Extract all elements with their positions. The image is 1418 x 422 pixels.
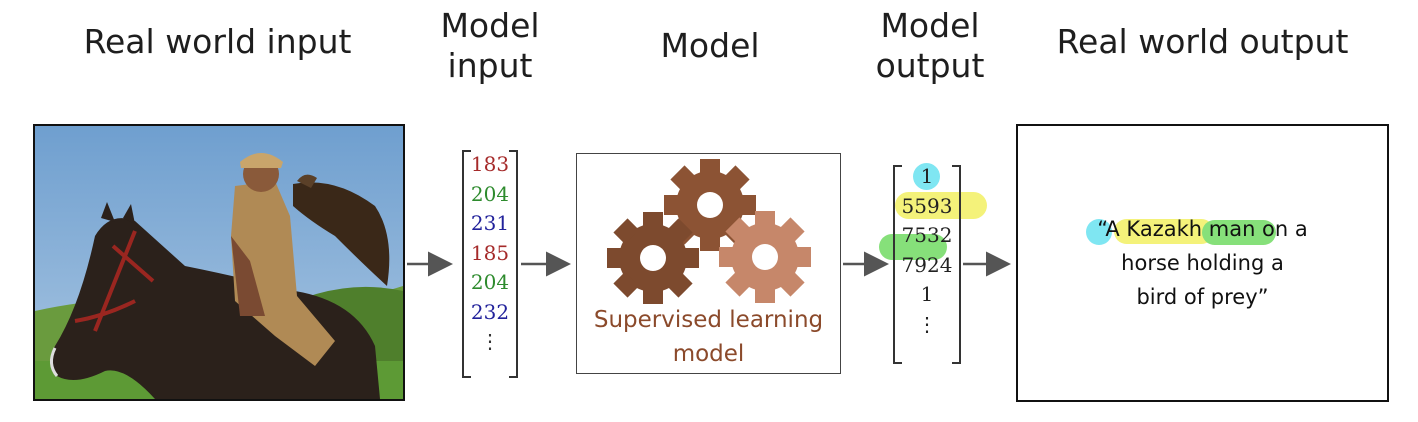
- header-model-output: Model output: [860, 6, 1000, 86]
- model-input-bracket-right: [509, 150, 518, 378]
- header-model-input: Model input: [420, 6, 560, 86]
- header-model-input-line2: input: [447, 46, 533, 85]
- model-output-vector: 1 5593 7532 7924 1 ⋮: [897, 162, 957, 339]
- model-label-line1: Supervised learning: [593, 307, 824, 333]
- highlight-green: [879, 234, 947, 260]
- caption-highlight-yellow: [1114, 219, 1214, 244]
- caption-line: horse holding a: [1121, 251, 1284, 275]
- caption-highlight-green: [1202, 220, 1276, 245]
- header-model-output-line2: output: [875, 46, 985, 85]
- caption-highlight-cyan: [1086, 219, 1112, 245]
- header-model-output-line1: Model: [880, 6, 980, 45]
- model-input-bracket-left: [462, 150, 471, 378]
- model-input-value: 204: [470, 181, 510, 206]
- highlight-yellow: [895, 192, 987, 219]
- header-model-input-line1: Model: [440, 6, 540, 45]
- model-input-value: 231: [470, 211, 510, 235]
- model-input-value: ⋮: [480, 329, 500, 353]
- header-real-world-input: Real world input: [83, 22, 352, 61]
- output-caption: “A Kazakh man on a horse holding a bird …: [1030, 212, 1375, 314]
- caption-line: “A Kazakh man on a: [1097, 217, 1308, 241]
- model-input-value: 183: [470, 152, 510, 176]
- model-label-line2: model: [672, 341, 745, 367]
- output-box: [1016, 124, 1389, 402]
- model-input-vector: 183 204 231 185 204 232 ⋮: [466, 150, 514, 357]
- model-output-value: 7924: [901, 252, 953, 277]
- model-output-bracket-right: [952, 165, 961, 364]
- input-photo: [33, 124, 405, 401]
- horse-rider-illustration: [35, 126, 403, 399]
- model-output-value: 5593: [901, 193, 953, 218]
- model-input-value: 204: [470, 270, 510, 294]
- model-input-value: 185: [470, 240, 510, 265]
- header-model: Model: [660, 26, 760, 65]
- model-output-value: 7532: [901, 223, 953, 247]
- model-label: Supervised learning model: [576, 303, 841, 371]
- model-input-value: 232: [470, 299, 510, 324]
- model-output-value: 1: [920, 282, 934, 306]
- caption-line: bird of prey”: [1136, 285, 1269, 309]
- highlight-cyan: [913, 163, 940, 190]
- model-box: [576, 153, 841, 374]
- header-real-world-output: Real world output: [1056, 22, 1349, 61]
- model-output-bracket-left: [893, 165, 902, 364]
- model-output-value: 1: [920, 164, 934, 188]
- model-output-value: ⋮: [917, 311, 937, 336]
